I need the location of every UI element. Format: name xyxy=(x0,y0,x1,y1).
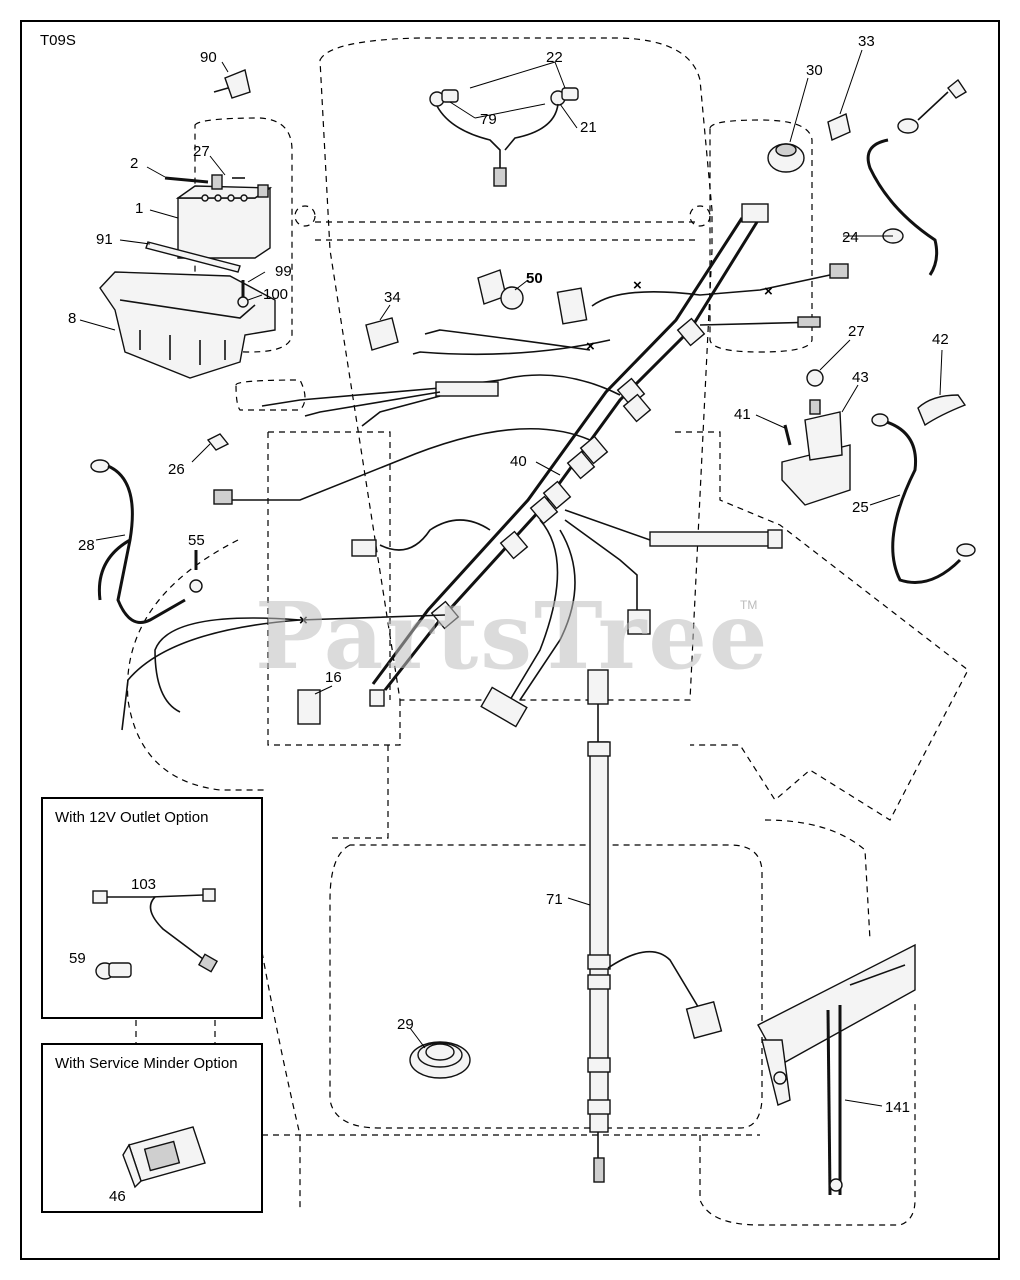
wire-cut-marks: × × × × xyxy=(299,277,773,629)
bolt-99-100 xyxy=(237,280,249,308)
callout-90: 90 xyxy=(200,49,217,66)
part-16 xyxy=(297,689,321,725)
svg-text:×: × xyxy=(764,283,773,300)
callout-21: 21 xyxy=(580,119,597,136)
cable-25 xyxy=(871,413,976,584)
callout-91: 91 xyxy=(96,231,113,248)
callout-99: 99 xyxy=(275,263,292,280)
callout-22: 22 xyxy=(546,49,563,66)
switch-34 xyxy=(365,317,399,351)
callout-79: 79 xyxy=(480,111,497,128)
callout-103: 103 xyxy=(131,876,156,893)
bracket-141 xyxy=(757,943,916,1196)
svg-text:×: × xyxy=(586,338,595,355)
callout-41: 41 xyxy=(734,406,751,423)
battery-cable-24 xyxy=(866,78,967,276)
callout-27b: 27 xyxy=(848,323,865,340)
service-minder-option-title: With Service Minder Option xyxy=(55,1055,238,1072)
battery-tray-8 xyxy=(99,271,276,379)
callout-71: 71 xyxy=(546,891,563,908)
leader-lines xyxy=(79,49,943,1186)
battery-1 xyxy=(175,174,273,259)
callout-2: 2 xyxy=(130,155,138,172)
callout-28: 28 xyxy=(78,537,95,554)
callout-8: 8 xyxy=(68,310,76,327)
callout-25: 25 xyxy=(852,499,869,516)
callout-42: 42 xyxy=(932,331,949,348)
fuse-26 xyxy=(206,433,230,451)
parts-tree-watermark: PartsTree xyxy=(255,582,770,690)
trademark-mark: TM xyxy=(740,598,758,612)
headlight-harness xyxy=(429,87,579,187)
tractor-outline xyxy=(126,37,969,1226)
svg-text:×: × xyxy=(299,612,308,629)
harness-71 xyxy=(587,669,723,1183)
part-50 xyxy=(477,269,524,310)
diagram-code: T09S xyxy=(40,32,76,49)
callout-29: 29 xyxy=(397,1016,414,1033)
callout-46: 46 xyxy=(109,1188,126,1205)
callout-40: 40 xyxy=(510,453,527,470)
bolt-2 xyxy=(164,176,209,184)
ignition-switch-30 xyxy=(767,143,805,173)
bolt-41 xyxy=(783,424,792,446)
part-33-relay xyxy=(827,113,851,141)
svg-text:×: × xyxy=(633,277,642,294)
diagram-frame xyxy=(20,20,1000,1260)
part-90-switch xyxy=(213,69,251,99)
callout-33: 33 xyxy=(858,33,875,50)
outlet-option-box: With 12V Outlet Option 103 59 xyxy=(41,797,263,1019)
callout-16: 16 xyxy=(325,669,342,686)
hold-down-91 xyxy=(145,241,241,273)
callout-24: 24 xyxy=(842,229,859,246)
callout-50: 50 xyxy=(526,270,543,287)
callout-100: 100 xyxy=(263,286,288,303)
solenoid-43 xyxy=(781,369,851,506)
outlet-option-title: With 12V Outlet Option xyxy=(55,809,209,826)
bolt-55 xyxy=(189,550,203,593)
part-29-coil xyxy=(409,1041,471,1079)
callout-55: 55 xyxy=(188,532,205,549)
callout-34: 34 xyxy=(384,289,401,306)
callout-59: 59 xyxy=(69,950,86,967)
main-harness-40 xyxy=(121,203,849,731)
callout-27a: 27 xyxy=(193,143,210,160)
callout-141: 141 xyxy=(885,1099,910,1116)
callout-30: 30 xyxy=(806,62,823,79)
callout-43: 43 xyxy=(852,369,869,386)
service-minder-drawing: 46 xyxy=(109,1126,206,1205)
boot-42 xyxy=(917,394,967,427)
cable-28 xyxy=(90,459,186,624)
callout-26: 26 xyxy=(168,461,185,478)
outlet-option-drawing: 103 59 xyxy=(69,876,219,980)
service-minder-option-box: With Service Minder Option 46 xyxy=(41,1043,263,1213)
callout-labels: 90 22 30 33 27 2 1 79 21 91 99 100 8 24 … xyxy=(68,33,949,1116)
callout-1: 1 xyxy=(135,200,143,217)
